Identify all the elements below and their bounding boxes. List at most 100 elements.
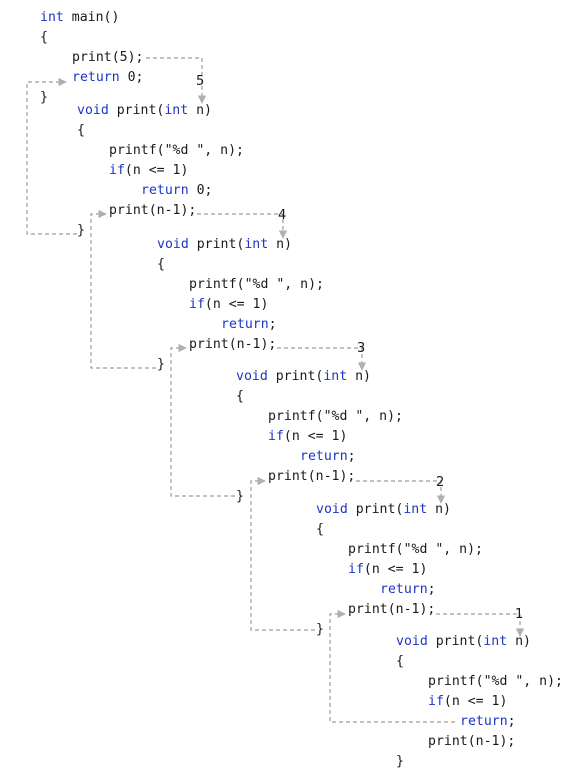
code-text: n): [347, 369, 371, 384]
return-arrow: [26, 77, 77, 235]
function-signature: void print(int n): [77, 103, 212, 119]
keyword: int: [244, 237, 269, 252]
close-brace: }: [236, 489, 244, 504]
code-text: (n <= 1): [204, 297, 269, 312]
call-arrow: [197, 213, 288, 239]
main-return: return 0;: [72, 70, 143, 86]
code-text: (n <= 1): [124, 163, 189, 178]
call-arrow: [436, 613, 525, 637]
keyword: return: [300, 449, 348, 464]
function-signature: void print(int n): [396, 634, 531, 650]
close-brace: }: [316, 622, 324, 637]
code-text: (n <= 1): [443, 694, 508, 709]
keyword: if: [428, 694, 444, 709]
code-text: print(: [267, 369, 324, 384]
printf-line: printf("%d ", n);: [189, 277, 324, 292]
code-text: n): [268, 237, 292, 252]
keyword: return: [380, 582, 428, 597]
recursive-call: print(n-1);: [109, 203, 197, 218]
code-text: main(): [63, 10, 120, 25]
code-text: (n <= 1): [363, 562, 428, 577]
code-text: ;: [427, 582, 436, 597]
recursive-call: print(n-1);: [189, 337, 277, 352]
code-text: 0;: [188, 183, 213, 198]
return-line: return 0;: [141, 183, 212, 199]
keyword: void: [236, 369, 268, 384]
keyword: if: [109, 163, 125, 178]
keyword: int: [164, 103, 189, 118]
keyword: int: [403, 502, 428, 517]
code-text: print(: [427, 634, 484, 649]
code-text: n): [188, 103, 212, 118]
printf-line: printf("%d ", n);: [109, 143, 244, 158]
keyword: return: [460, 714, 508, 729]
return-arrow: [250, 476, 315, 631]
keyword: int: [323, 369, 348, 384]
code-text: print(: [108, 103, 165, 118]
code-text: print(: [347, 502, 404, 517]
open-brace: {: [236, 389, 244, 404]
if-line: if(n <= 1): [268, 429, 347, 445]
return-arrow: [90, 209, 156, 369]
call-value-label: 4: [278, 208, 287, 223]
open-brace: {: [77, 123, 85, 138]
keyword: int: [483, 634, 508, 649]
if-line: if(n <= 1): [189, 297, 268, 313]
keyword: return: [221, 317, 269, 332]
main-open-brace: {: [40, 30, 48, 45]
call-arrow: [277, 347, 367, 371]
keyword: return: [141, 183, 189, 198]
call-value-label: 3: [357, 341, 366, 356]
keyword: if: [189, 297, 205, 312]
code-text: (n <= 1): [283, 429, 348, 444]
code-text: ;: [347, 449, 356, 464]
keyword: void: [316, 502, 348, 517]
keyword: void: [77, 103, 109, 118]
if-line: if(n <= 1): [348, 562, 427, 578]
call-value-label: 1: [515, 607, 524, 622]
return-arrow: [329, 609, 455, 723]
return-arrow: [170, 343, 235, 497]
keyword: int: [40, 10, 64, 25]
close-brace: }: [77, 223, 85, 238]
return-line: return;: [221, 317, 277, 333]
recursive-call: print(n-1);: [268, 469, 356, 484]
main-close-brace: }: [40, 90, 48, 105]
if-line: if(n <= 1): [428, 694, 507, 710]
keyword: void: [396, 634, 428, 649]
code-text: 0;: [119, 70, 144, 85]
code-text: print(: [188, 237, 245, 252]
return-line: return;: [380, 582, 436, 598]
code-text: n): [507, 634, 531, 649]
close-brace: }: [157, 357, 165, 372]
open-brace: {: [316, 522, 324, 537]
keyword: if: [348, 562, 364, 577]
close-brace: }: [396, 754, 404, 769]
main-signature: int main(): [40, 10, 119, 26]
call-arrow: [146, 57, 207, 104]
code-text: ;: [268, 317, 277, 332]
recursive-call: print(n-1);: [348, 602, 436, 617]
printf-line: printf("%d ", n);: [268, 409, 403, 424]
function-signature: void print(int n): [316, 502, 451, 518]
printf-line: printf("%d ", n);: [348, 542, 483, 557]
code-text: ;: [507, 714, 516, 729]
call-arrow: [356, 480, 446, 504]
keyword: return: [72, 70, 120, 85]
printf-line: printf("%d ", n);: [428, 674, 563, 689]
function-signature: void print(int n): [236, 369, 371, 385]
recursive-call: print(n-1);: [428, 734, 516, 749]
call-value-label: 2: [436, 475, 445, 490]
return-line: return;: [460, 714, 516, 730]
main-print-call: print(5);: [72, 50, 144, 65]
open-brace: {: [157, 257, 165, 272]
keyword: void: [157, 237, 189, 252]
keyword: if: [268, 429, 284, 444]
call-value-label: 5: [196, 74, 205, 89]
code-text: n): [427, 502, 451, 517]
open-brace: {: [396, 654, 404, 669]
function-signature: void print(int n): [157, 237, 292, 253]
return-line: return;: [300, 449, 356, 465]
